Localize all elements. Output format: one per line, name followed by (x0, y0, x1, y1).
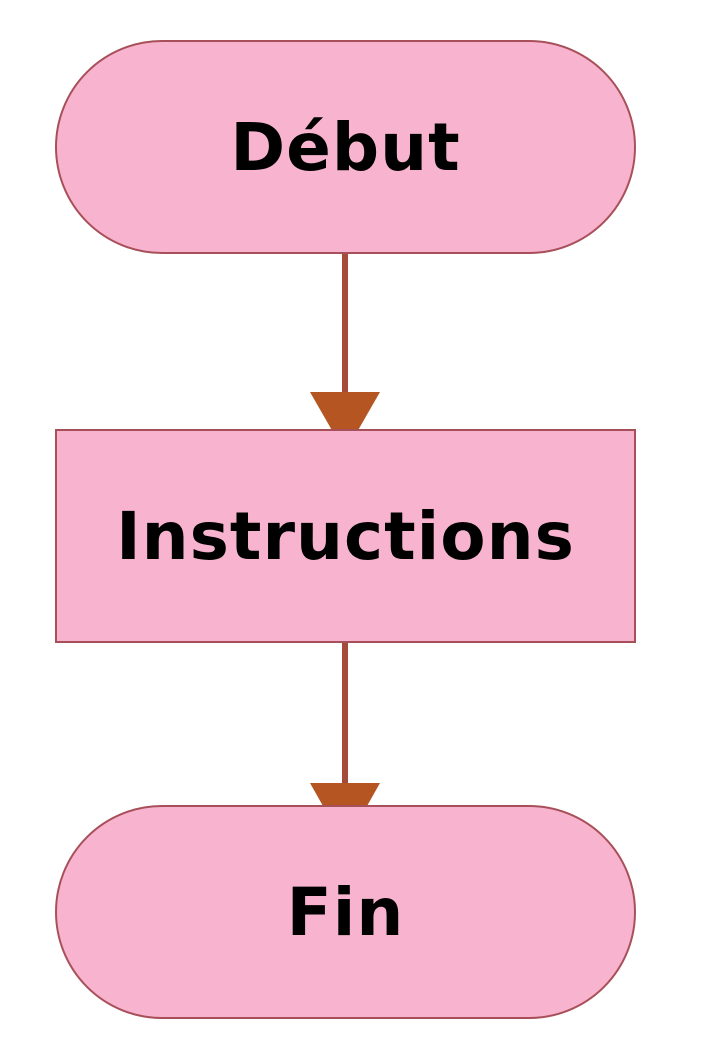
end-node: Fin (55, 805, 636, 1019)
start-node: Début (55, 40, 636, 254)
instructions-node-label: Instructions (116, 497, 575, 575)
start-node-label: Début (230, 108, 461, 186)
arrowhead-into-instructions (310, 392, 380, 453)
end-node-label: Fin (286, 873, 405, 951)
instructions-node: Instructions (55, 429, 636, 643)
